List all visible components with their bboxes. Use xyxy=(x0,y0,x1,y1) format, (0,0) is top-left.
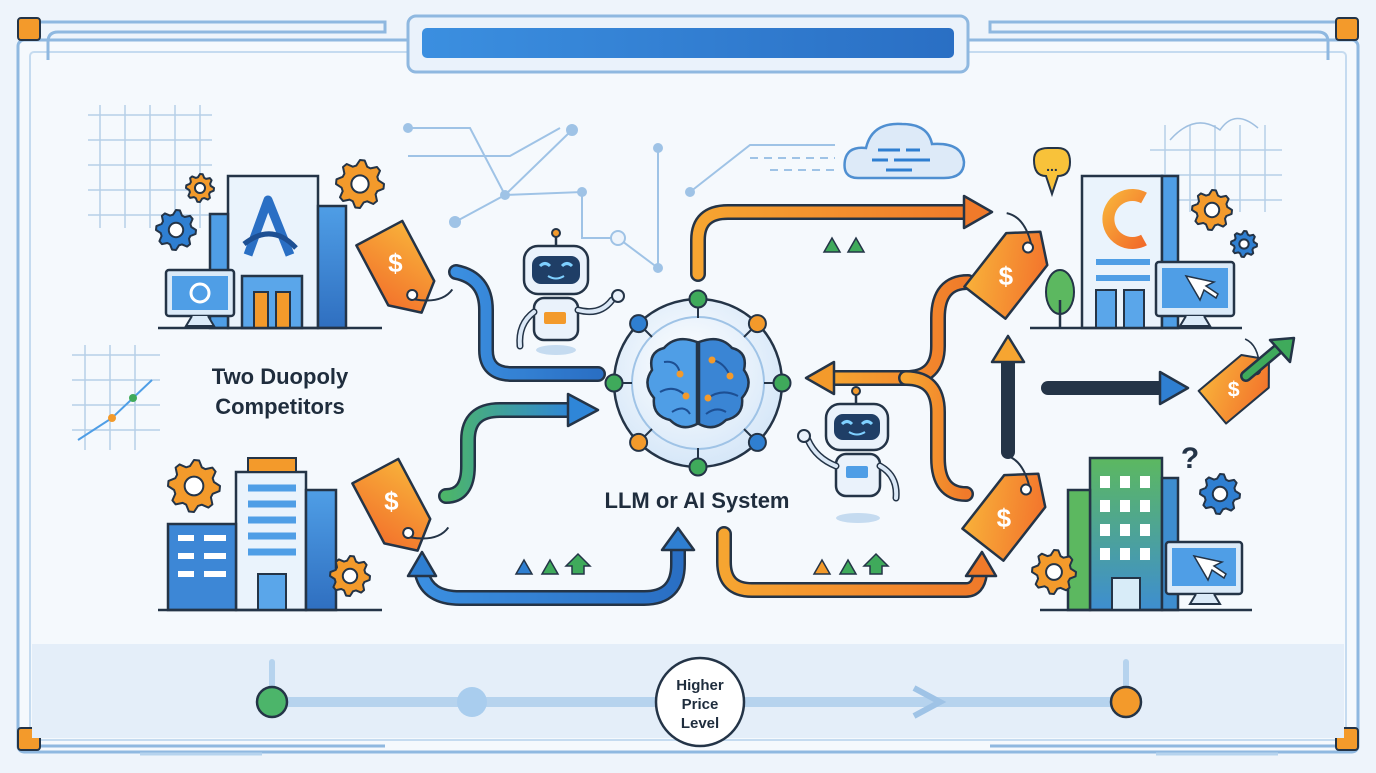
price-tag-icon: $ xyxy=(961,454,1047,562)
title-bar xyxy=(406,14,970,74)
cloud-icon xyxy=(843,122,966,180)
network-node xyxy=(688,289,708,309)
company-c-building xyxy=(1030,174,1242,330)
competitors-label: Two Duopoly Competitors xyxy=(170,362,390,422)
price-tag-icon: $ xyxy=(355,219,454,314)
network-node xyxy=(629,432,649,452)
flow-arrow-a-to-ai xyxy=(448,264,606,382)
rising-arrow-icon xyxy=(1240,336,1296,382)
brain-icon xyxy=(646,337,750,429)
tree-icon xyxy=(1045,269,1075,328)
company-c-logo xyxy=(1102,189,1147,249)
competitors-label-line1: Two Duopoly xyxy=(211,364,349,389)
gear-icon xyxy=(1199,473,1241,515)
network-node xyxy=(772,373,792,393)
price-tag-icon: $ xyxy=(963,212,1049,320)
network-node xyxy=(747,432,767,452)
price-tag-symbol: $ xyxy=(388,248,403,278)
company-a-logo xyxy=(242,195,298,257)
question-mark-icon: ? xyxy=(1181,442,1199,475)
price-tag-symbol: $ xyxy=(1228,378,1240,402)
network-nodes xyxy=(604,289,792,477)
gears-layer xyxy=(155,159,1258,597)
network-node xyxy=(688,457,708,477)
chat-bubble-icon: ... xyxy=(1032,147,1072,198)
grid-decoration-left xyxy=(72,105,212,450)
price-level-label-line3: Level xyxy=(680,715,720,732)
price-level-label-line1: Higher xyxy=(676,677,724,694)
gear-icon xyxy=(1031,549,1077,595)
price-tag-symbol: $ xyxy=(999,261,1014,291)
network-node xyxy=(747,314,767,334)
company-d-building xyxy=(1040,456,1252,612)
price-level-label-line2: Price xyxy=(681,696,719,713)
flow-arrow-feedback-to-ai xyxy=(804,274,976,502)
competitors-label-line2: Competitors xyxy=(215,394,345,419)
flow-arrow-b-to-ai xyxy=(438,392,600,504)
monitor-cursor-icon-top xyxy=(1154,260,1236,327)
price-tag-symbol: $ xyxy=(384,486,399,516)
flow-arrow-bottom-blue-loop xyxy=(406,526,696,606)
question-mark-text: ? xyxy=(1181,442,1199,475)
flow-arrow-ai-to-d xyxy=(716,526,998,598)
price-level-label: Higher Price Level xyxy=(656,676,744,733)
company-a-building xyxy=(158,174,382,330)
monitor-cursor-icon-bottom xyxy=(1164,540,1244,605)
price-increase-indicators-bottom-left xyxy=(514,552,592,575)
company-b-building xyxy=(158,457,382,612)
flow-arrow-ai-to-c xyxy=(690,194,994,282)
gear-icon xyxy=(185,173,215,203)
gear-icon xyxy=(167,459,221,513)
trend-chart-icon xyxy=(77,379,153,441)
network-node xyxy=(629,314,649,334)
monitor-gear-icon xyxy=(164,268,236,327)
price-tag-icon: $ xyxy=(351,457,450,552)
gear-icon xyxy=(1191,189,1233,231)
ai-system-label: LLM or AI System xyxy=(604,488,790,513)
network-lines-decoration xyxy=(403,123,840,273)
price-tag-symbol: $ xyxy=(997,503,1012,533)
timeline-track xyxy=(32,644,1344,756)
price-increase-indicators-top xyxy=(822,236,866,253)
gear-icon xyxy=(1230,230,1258,258)
gear-icon xyxy=(335,159,385,209)
network-node xyxy=(604,373,624,393)
chat-bubble-text: ... xyxy=(1046,158,1058,174)
price-increase-indicators-bottom-right xyxy=(812,552,890,575)
robot-icon-left xyxy=(516,228,625,355)
flow-arrow-up-between-competitors xyxy=(990,334,1026,459)
robot-icon-right xyxy=(797,386,900,523)
gear-icon xyxy=(155,209,197,251)
gear-icon xyxy=(329,555,371,597)
flow-arrow-to-higher-price xyxy=(1041,370,1190,406)
